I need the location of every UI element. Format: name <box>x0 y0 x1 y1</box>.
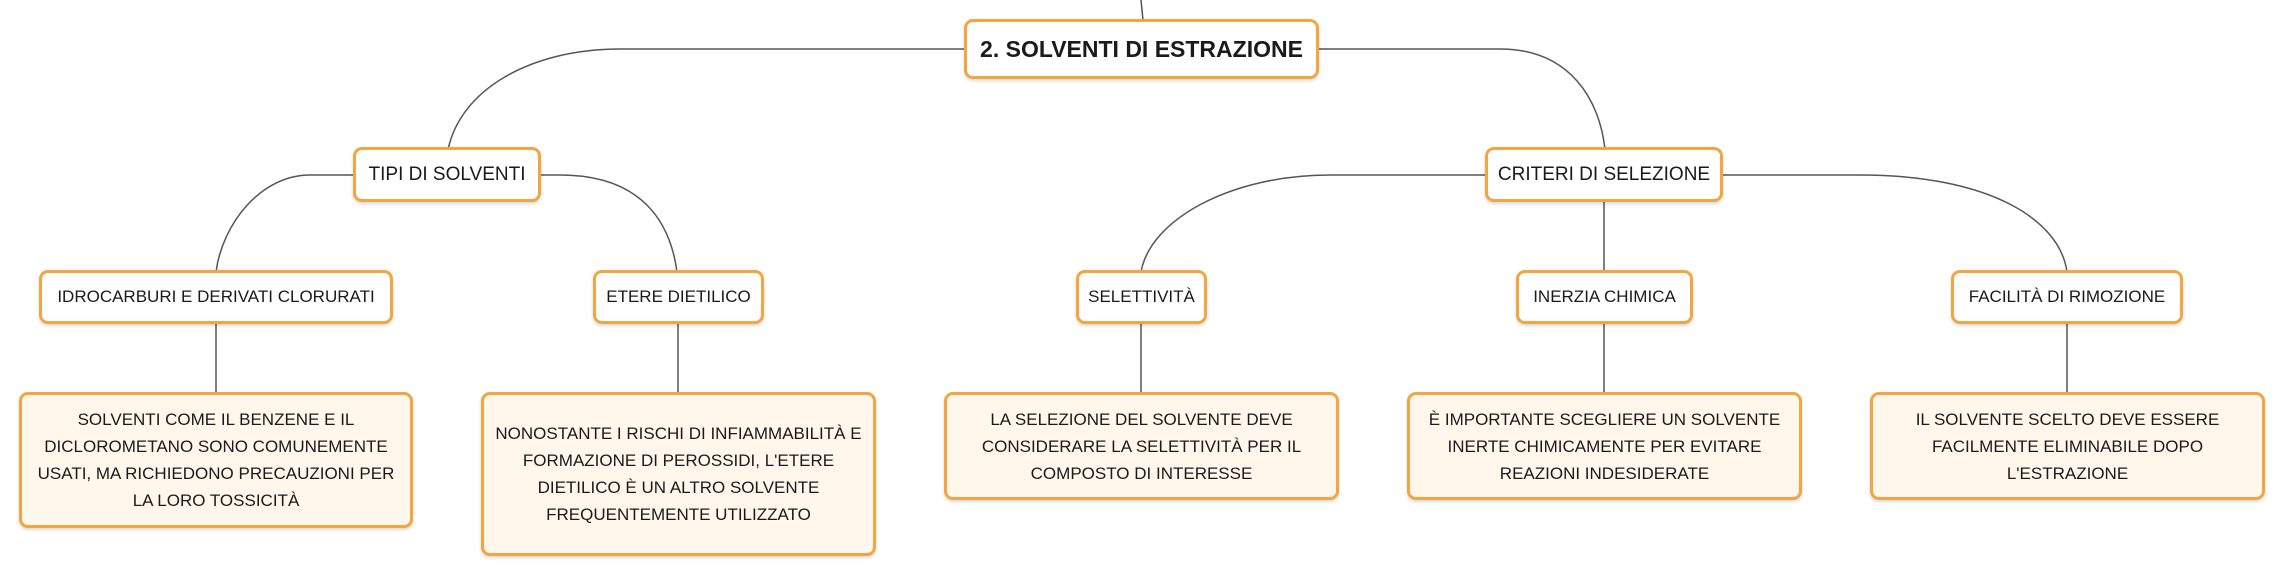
connector-root-tipi <box>447 48 966 151</box>
subtopic-facilita-rimozione[interactable]: FACILITÀ DI RIMOZIONE <box>1951 270 2183 324</box>
subtopic-label: SELETTIVITÀ <box>1088 287 1195 306</box>
connector-tipi-idrocarburi <box>215 174 354 273</box>
detail-text: È IMPORTANTE SCEGLIERE UN SOLVENTE INERT… <box>1428 409 1781 483</box>
connector-criteri-selettivita <box>1140 174 1486 273</box>
topic-tipi-di-solventi[interactable]: TIPI DI SOLVENTI <box>353 147 541 202</box>
subtopic-label: IDROCARBURI E DERIVATI CLORURATI <box>57 287 375 306</box>
subtopic-etere-dietilico[interactable]: ETERE DIETILICO <box>593 270 764 324</box>
connector-tipi-etere <box>540 174 678 273</box>
subtopic-idrocarburi[interactable]: IDROCARBURI E DERIVATI CLORURATI <box>39 270 393 324</box>
root-topic[interactable]: 2. SOLVENTI DI ESTRAZIONE <box>964 19 1319 79</box>
detail-text: NONOSTANTE I RISCHI DI INFIAMMABILITÀ E … <box>495 424 862 524</box>
subtopic-inerzia-chimica[interactable]: INERZIA CHIMICA <box>1516 270 1693 324</box>
subtopic-label: ETERE DIETILICO <box>606 287 751 306</box>
root-topic-label: 2. SOLVENTI DI ESTRAZIONE <box>980 35 1303 62</box>
detail-etere-dietilico[interactable]: NONOSTANTE I RISCHI DI INFIAMMABILITÀ E … <box>481 392 876 556</box>
connector-criteri-facilita <box>1722 174 2068 273</box>
detail-facilita-rimozione[interactable]: IL SOLVENTE SCELTO DEVE ESSERE FACILMENT… <box>1870 392 2265 500</box>
subtopic-selettivita[interactable]: SELETTIVITÀ <box>1076 270 1207 324</box>
subtopic-label: INERZIA CHIMICA <box>1533 287 1676 306</box>
detail-idrocarburi[interactable]: SOLVENTI COME IL BENZENE E IL DICLOROMET… <box>19 392 413 528</box>
topic-label: CRITERI DI SELEZIONE <box>1497 163 1711 185</box>
topic-label: TIPI DI SOLVENTI <box>368 163 526 185</box>
topic-criteri-di-selezione[interactable]: CRITERI DI SELEZIONE <box>1485 147 1723 202</box>
detail-selettivita[interactable]: LA SELEZIONE DEL SOLVENTE DEVE CONSIDERA… <box>944 392 1339 500</box>
detail-inerzia-chimica[interactable]: È IMPORTANTE SCEGLIERE UN SOLVENTE INERT… <box>1407 392 1802 500</box>
detail-text: IL SOLVENTE SCELTO DEVE ESSERE FACILMENT… <box>1915 409 2220 483</box>
connector-root-criteri <box>1318 48 1606 151</box>
subtopic-label: FACILITÀ DI RIMOZIONE <box>1968 287 2166 306</box>
detail-text: SOLVENTI COME IL BENZENE E IL DICLOROMET… <box>37 410 395 510</box>
detail-text: LA SELEZIONE DEL SOLVENTE DEVE CONSIDERA… <box>981 409 1302 483</box>
connector-root-parent <box>1140 0 1144 21</box>
